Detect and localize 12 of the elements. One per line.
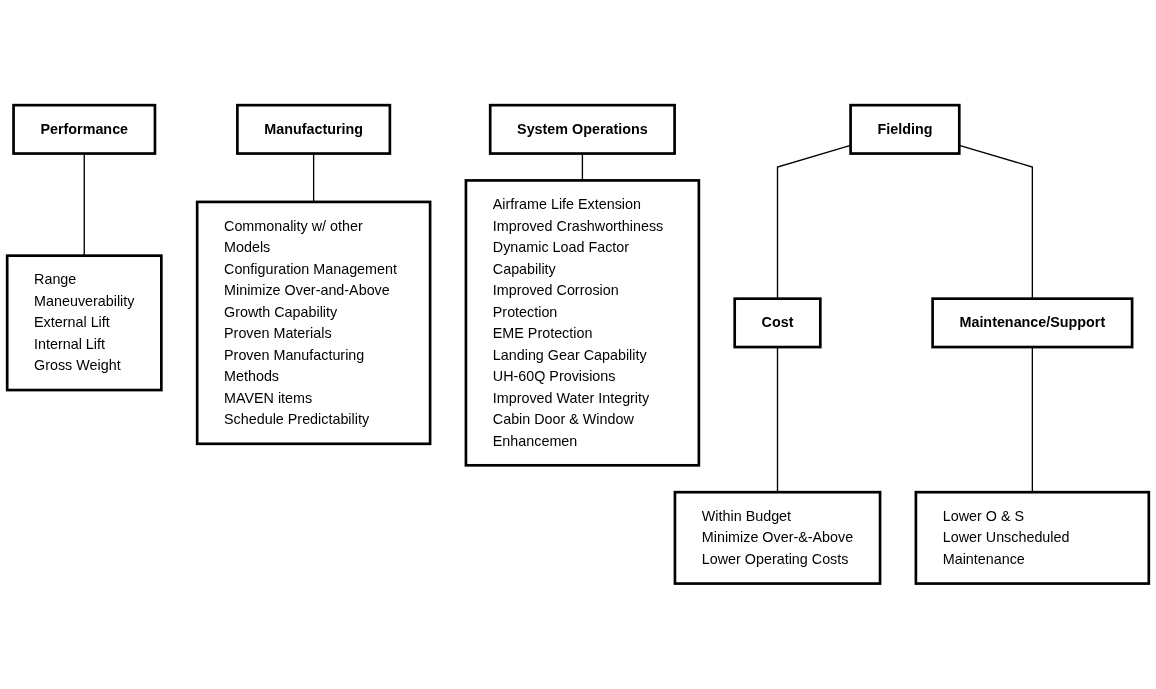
node-box: Airframe Life Extension Improved Crashworthiness Dynamic Load Factor Capability Improved Corrosion Protection EME Protection Landing Gear Capability UH-60Q Provisions Improved Water Integrity Cabin Door & Window Enhancemen bbox=[464, 179, 701, 467]
node-box: Performance bbox=[12, 103, 157, 155]
node-box: Lower O & S Lower Unscheduled Maintenance bbox=[914, 490, 1151, 586]
node-box: Commonality w/ other Models Configuration Management Minimize Over-and-Above Growth Capability Proven Materials Proven Manufacturing Methods MAVEN items Schedule Predictability bbox=[195, 200, 432, 446]
connector bbox=[312, 153, 315, 203]
node-box: Fielding bbox=[849, 103, 961, 155]
node-box: Cost bbox=[733, 297, 822, 349]
node-box: Maintenance/Support bbox=[931, 297, 1134, 349]
node-box: Manufacturing bbox=[236, 103, 392, 155]
node-box: Range Maneuverability External Lift Internal Lift Gross Weight bbox=[5, 254, 163, 392]
node-box: System Operations bbox=[488, 103, 676, 155]
node-box: Within Budget Minimize Over-&-Above Lower Operating Costs bbox=[673, 490, 882, 586]
